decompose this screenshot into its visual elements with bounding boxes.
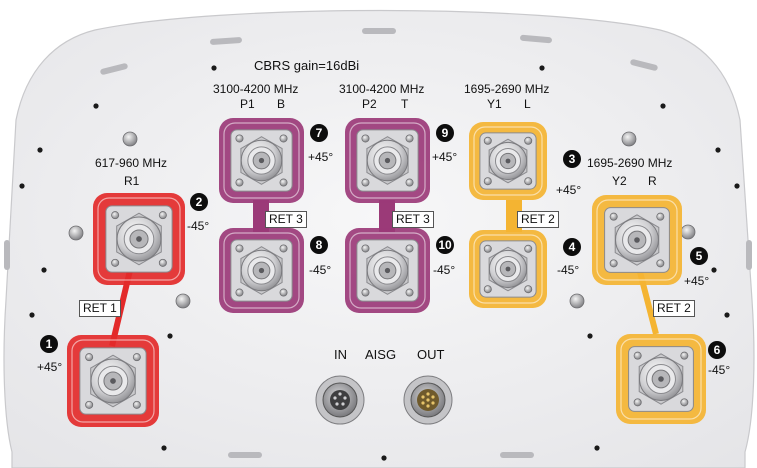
band-r1-frequency: 617-960 MHz [95, 156, 168, 170]
aisg-out-label: OUT [417, 347, 445, 362]
ret2-right-label: RET 2 [653, 300, 695, 318]
port-6-polarization: -45° [708, 363, 731, 377]
band-y1-sub: L [524, 97, 531, 111]
band-y1-frequency: 1695-2690 MHz [464, 82, 550, 96]
aisg-in-connector [315, 375, 365, 425]
band-y1-name: Y1 [487, 97, 502, 111]
cbrs-gain-title: CBRS gain=16dBi [254, 58, 360, 73]
port-7-connector [219, 118, 304, 203]
port-7-polarization: +45° [308, 150, 334, 164]
port-8-number: 8 [310, 236, 328, 254]
port-7-number: 7 [310, 124, 328, 142]
band-p2-sub: T [401, 97, 409, 111]
ret3-left-label: RET 3 [265, 211, 307, 229]
port-5-connector [592, 195, 682, 285]
band-p2-frequency: 3100-4200 MHz [339, 82, 425, 96]
mounting-slots [4, 28, 752, 458]
port-8-connector [219, 228, 304, 313]
band-y2-frequency: 1695-2690 MHz [587, 156, 673, 170]
port-9-number: 9 [436, 124, 454, 142]
ret2-mid-label: RET 2 [517, 211, 559, 229]
port-3-polarization: +45° [556, 183, 582, 197]
port-1-connector [67, 335, 159, 427]
port-2-number: 2 [190, 193, 208, 211]
rf-connectors [67, 118, 706, 427]
port-6-connector [616, 334, 706, 424]
port-10-number: 10 [436, 236, 454, 254]
port-2-connector [93, 193, 185, 285]
band-p1-sub: B [277, 97, 286, 111]
aisg-title: AISG [365, 347, 397, 362]
band-p1-name: P1 [240, 97, 255, 111]
aisg-in-label: IN [334, 347, 347, 362]
port-1-number: 1 [40, 335, 58, 353]
port-5-number: 5 [690, 247, 708, 265]
band-y2-name: Y2 [612, 174, 627, 188]
port-9-polarization: +45° [432, 150, 458, 164]
port-8-polarization: -45° [309, 263, 332, 277]
band-y2-sub: R [648, 174, 657, 188]
band-p1-frequency: 3100-4200 MHz [213, 82, 299, 96]
port-10-polarization: -45° [433, 263, 456, 277]
port-1-polarization: +45° [37, 360, 63, 374]
port-9-connector [345, 118, 430, 203]
port-10-connector [345, 228, 430, 313]
panel-holes [19, 65, 740, 461]
band-p2-name: P2 [362, 97, 377, 111]
port-3-number: 3 [563, 150, 581, 168]
port-6-number: 6 [708, 341, 726, 359]
port-2-polarization: -45° [187, 219, 210, 233]
panel-screws [68, 131, 696, 309]
port-4-polarization: -45° [557, 263, 580, 277]
band-r1-name: R1 [124, 174, 140, 188]
port-4-connector [469, 230, 547, 308]
aisg-out-connector [403, 375, 453, 425]
port-3-connector [469, 122, 547, 200]
ret1-label: RET 1 [79, 300, 121, 318]
ret3-right-label: RET 3 [392, 211, 434, 229]
port-5-polarization: +45° [684, 274, 710, 288]
port-4-number: 4 [563, 238, 581, 256]
